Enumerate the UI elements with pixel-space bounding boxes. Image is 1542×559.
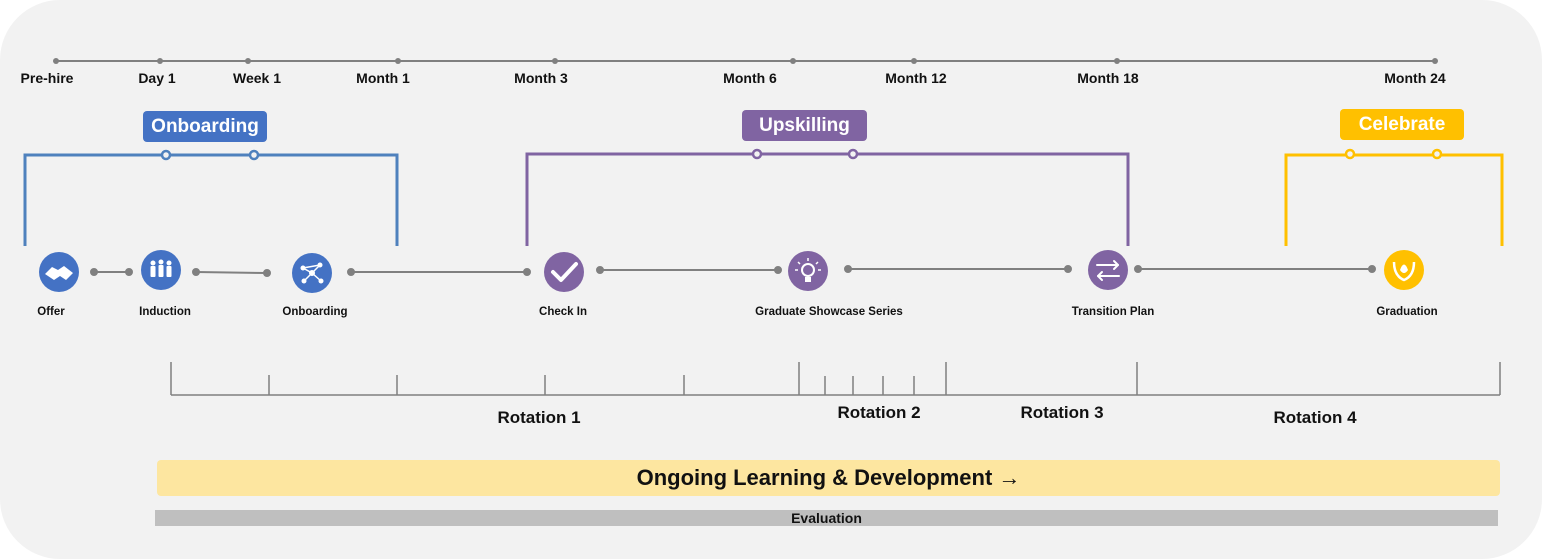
upskilling-bracket	[525, 148, 1130, 246]
lightbulb-icon	[788, 251, 828, 291]
time-label-pre-hire: Pre-hire	[20, 70, 74, 86]
time-tick-dot	[1432, 58, 1438, 64]
evaluation-text: Evaluation	[791, 510, 862, 526]
time-label-week-1: Week 1	[233, 70, 281, 86]
time-label-month-1: Month 1	[356, 70, 410, 86]
phase-celebrate-label: Celebrate	[1340, 109, 1464, 140]
milestone-label-check-in: Check In	[539, 306, 587, 318]
ongoing-learning-text: Ongoing Learning & Development	[636, 465, 993, 490]
swap-arrows-icon	[1088, 250, 1128, 290]
milestone-connectors	[90, 265, 1376, 277]
milestone-label-transition-plan: Transition Plan	[1071, 306, 1155, 318]
onboarding-bracket	[23, 149, 399, 246]
time-label-month-6: Month 6	[723, 70, 777, 86]
right-arrow-icon: →	[998, 465, 1021, 490]
milestone-label-onboarding: Onboarding	[282, 306, 348, 318]
time-tick-dot	[552, 58, 558, 64]
time-tick-dot	[790, 58, 796, 64]
rotation-label-1: Rotation 1	[497, 408, 581, 427]
rotation-ruler	[170, 362, 1501, 396]
time-axis	[53, 58, 1438, 64]
handshake-icon	[39, 252, 79, 292]
rotation-label-3: Rotation 3	[1020, 403, 1104, 422]
time-label-month-18: Month 18	[1077, 70, 1139, 86]
checkmark-icon	[544, 252, 584, 292]
time-tick-dot	[53, 58, 59, 64]
rotation-label-4: Rotation 4	[1273, 408, 1357, 427]
ongoing-learning-bar: Ongoing Learning & Development →	[157, 460, 1500, 496]
time-label-day-1: Day 1	[138, 70, 176, 86]
time-label-month-3: Month 3	[514, 70, 568, 86]
time-tick-dot	[395, 58, 401, 64]
network-icon	[292, 253, 332, 293]
time-tick-dot	[911, 58, 917, 64]
celebrate-bracket	[1284, 148, 1504, 246]
time-label-month-12: Month 12	[885, 70, 947, 86]
milestone-label-graduate-showcase: Graduate Showcase Series	[755, 306, 903, 318]
time-tick-dot	[245, 58, 251, 64]
phase-upskilling-label: Upskilling	[742, 110, 867, 141]
milestone-label-offer: Offer	[37, 306, 65, 318]
phase-onboarding-label: Onboarding	[143, 111, 267, 142]
time-tick-dot	[157, 58, 163, 64]
time-tick-dot	[1114, 58, 1120, 64]
laurel-icon	[1384, 250, 1424, 290]
evaluation-bar: Evaluation	[155, 510, 1498, 526]
milestone-label-induction: Induction	[139, 306, 191, 318]
rotation-label-2: Rotation 2	[837, 403, 921, 422]
time-label-month-24: Month 24	[1384, 70, 1446, 86]
people-icon	[141, 250, 181, 290]
milestone-label-graduation: Graduation	[1376, 306, 1438, 318]
